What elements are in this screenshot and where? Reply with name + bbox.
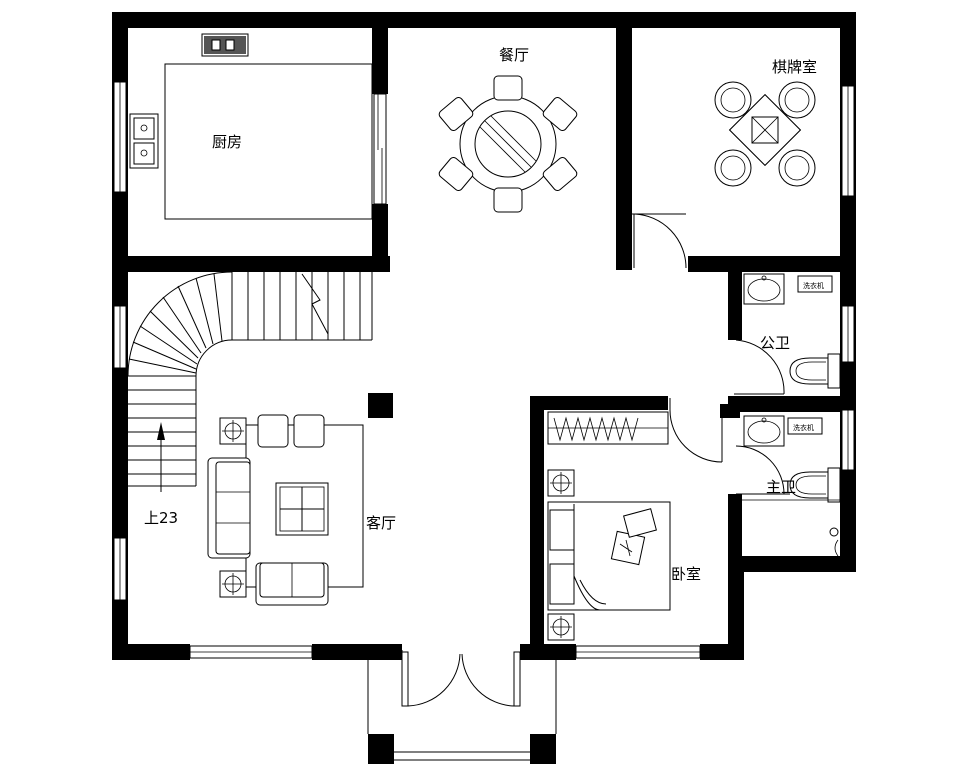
stair-label: 上23: [144, 509, 178, 527]
mahjong-label: 棋牌室: [772, 58, 817, 76]
dining-label: 餐厅: [499, 46, 529, 64]
washer-label-public: 洗衣机: [803, 281, 824, 290]
master-bathroom: 洗衣机 主卫: [742, 415, 841, 557]
living-room: 客厅: [207, 414, 396, 606]
windows: [113, 81, 855, 659]
kitchen-room: 厨房: [129, 33, 373, 220]
bedroom-room: 卧室: [547, 411, 701, 641]
kitchen-label: 厨房: [212, 133, 242, 151]
public-bathroom: 洗衣机 公卫: [743, 273, 841, 389]
bedroom-label: 卧室: [671, 565, 701, 583]
staircase: 上23: [127, 271, 373, 527]
living-label: 客厅: [366, 514, 396, 532]
public-bath-label: 公卫: [760, 334, 790, 352]
doors: [632, 213, 790, 495]
washer-label-master: 洗衣机: [793, 423, 814, 432]
master-bath-label: 主卫: [766, 478, 796, 496]
dining-room: 餐厅: [438, 46, 578, 213]
mahjong-room: 棋牌室: [714, 58, 817, 187]
entrance-porch: [367, 650, 557, 761]
